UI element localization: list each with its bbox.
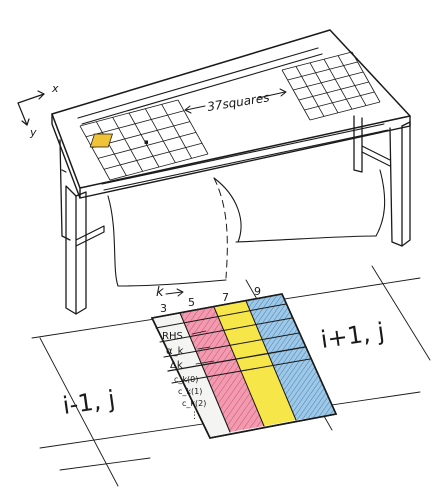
k-tick-9: 9 — [254, 285, 261, 298]
grid-line — [309, 101, 381, 121]
grid-line — [144, 108, 176, 163]
grid-line — [103, 142, 203, 170]
grid-line — [281, 69, 311, 121]
grid-line — [337, 55, 367, 106]
grid-right — [281, 51, 381, 121]
grid-line — [128, 112, 160, 168]
grid-line — [323, 59, 353, 110]
grid-line — [109, 153, 209, 181]
stack-label-c2: c_k(2) — [182, 399, 206, 408]
stack-label-more: ⋮ — [190, 411, 199, 421]
grid-line — [304, 91, 375, 111]
stack-label-delta: Δk — [170, 360, 183, 371]
grid-line — [309, 62, 339, 113]
dimension-arrow: 37squares — [184, 88, 287, 114]
stack-label-c0: c_k(0) — [174, 375, 198, 384]
k-axis-label: k — [156, 285, 164, 300]
k-axis: k 3 5 7 9 — [156, 285, 261, 315]
k-tick-7: 7 — [222, 291, 229, 304]
grid-line — [161, 104, 193, 159]
y-axis-label: y — [29, 126, 37, 139]
axis-indicator: x y — [17, 82, 59, 139]
band-yellow — [214, 301, 296, 426]
cell-label-right: i+1, j — [319, 317, 386, 354]
paper-sheet — [107, 169, 386, 287]
x-axis-label: x — [51, 82, 59, 95]
grid-line — [298, 81, 369, 101]
stack-label-c1: c_k(1) — [178, 387, 202, 396]
k-tick-3: 3 — [160, 302, 167, 315]
table-top — [51, 29, 411, 199]
active-cell-marker — [89, 133, 113, 148]
grid-line — [293, 71, 364, 91]
data-sheet: RHS α_k Δk c_k(0) c_k(1) c_k(2) ⋮ — [150, 293, 338, 439]
band-pink — [180, 307, 264, 432]
table-label: 37squares — [206, 90, 270, 114]
grid-line — [85, 110, 185, 138]
k-tick-5: 5 — [188, 296, 195, 309]
grid-line — [79, 99, 179, 127]
active-cell-mark: ▪ — [144, 138, 149, 146]
grid-line — [79, 125, 111, 181]
band-blue — [246, 294, 336, 420]
grid-line — [95, 121, 127, 176]
table-legs — [59, 115, 411, 315]
grid-line — [97, 132, 197, 159]
grid-line — [295, 66, 325, 117]
grid-line — [287, 61, 358, 81]
grid-line — [177, 99, 209, 155]
grid-line — [112, 117, 144, 172]
grid-line — [351, 51, 381, 103]
stack-label-rhs: RHS — [162, 331, 183, 342]
cell-label-left: i-1, j — [61, 385, 117, 420]
stack-label-alpha: α_k — [166, 346, 184, 357]
grid-line — [281, 51, 353, 71]
